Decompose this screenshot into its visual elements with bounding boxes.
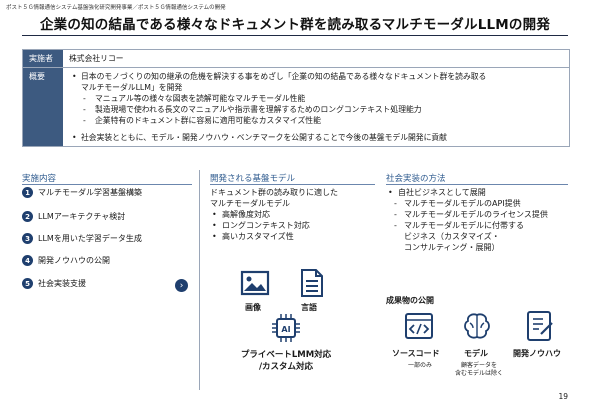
social-sub-item: マルチモーダルモデルに付帯する: [386, 220, 548, 231]
model-intro-line: ドキュメント群の読み取りに適した: [210, 188, 338, 197]
overview-sub-item: 企業特有のドキュメント群に容易に適用可能なカスタマイズ性能: [69, 115, 563, 126]
step-item: 3 LLMを用いた学習データ生成: [22, 233, 142, 244]
model-output-label: モデル: [464, 349, 488, 358]
step-item: 2 LLMアーキテクチャ検討: [22, 211, 125, 222]
step-number: 1: [22, 187, 33, 198]
social-sub-item: マルチモーダルモデルのライセンス提供: [386, 209, 548, 220]
social-sub-item: マルチモーダルモデルのAPI提供: [386, 198, 548, 209]
model-intro-line: マルチモーダルモデル: [210, 199, 290, 208]
right-column-heading: 社会実装の方法: [386, 174, 446, 184]
overview-sub-item: 製造現場で使われる長文のマニュアルや指示書を理解するためのロングコンテキスト処理…: [69, 104, 563, 115]
column-separator: [199, 170, 200, 390]
overview-line: 社会実装とともに、モデル・開発ノウハウ・ベンチマークを公開することで今後の基盤モ…: [69, 132, 563, 143]
step-number: 3: [22, 233, 33, 244]
social-sub-item-continued: ビジネス（カスタマイズ・: [404, 232, 500, 241]
page-title: 企業の知の結晶である様々なドキュメント群を読み取るマルチモーダルLLMの開発: [39, 17, 551, 33]
svg-text:AI: AI: [281, 325, 290, 334]
left-column-rule: [22, 184, 192, 185]
step-number: 4: [22, 255, 33, 266]
step-number: 5: [22, 278, 33, 289]
step-number: 2: [22, 211, 33, 222]
social-sub-item-continued: コンサルティング・展開）: [404, 243, 500, 252]
model-feature: 高解像度対応: [210, 209, 338, 220]
implementer-row: 実施者 株式会社リコー: [23, 50, 569, 67]
header-breadcrumb: ポスト５Ｇ情報通信システム基盤強化研究開発事業／ポスト５Ｇ情報通信システムの開発: [6, 5, 226, 11]
title-divider: [22, 35, 568, 36]
implementer-label: 実施者: [23, 50, 63, 67]
step-item: 5 社会実装支援: [22, 278, 86, 289]
step-item: 4 開発ノウハウの公開: [22, 255, 110, 266]
overview-label: 概要: [23, 68, 63, 146]
code-icon: [405, 313, 433, 339]
step-label: 社会実装支援: [38, 279, 86, 288]
implementer-value: 株式会社リコー: [69, 54, 124, 63]
overview-body: 日本のモノづくりの知の継承の危機を解決する事をめざし「企業の知の結晶である様々な…: [63, 68, 569, 146]
model-description: ドキュメント群の読み取りに適した マルチモーダルモデル 高解像度対応 ロングコン…: [210, 187, 338, 242]
model-feature: 高いカスタマイズ性: [210, 231, 338, 242]
overview-sub-item: マニュアル等の様々な図表を読解可能なマルチモーダル性能: [69, 93, 563, 104]
image-icon: [240, 270, 270, 296]
left-column-heading: 実施内容: [22, 174, 57, 184]
mid-column-heading: 開発される基盤モデル: [210, 174, 296, 184]
knowhow-document-icon: [527, 311, 553, 341]
model-feature: ロングコンテキスト対応: [210, 220, 338, 231]
mid-column-rule: [210, 184, 375, 185]
page-number: 19: [558, 392, 568, 401]
source-code-label: ソースコード: [392, 349, 440, 358]
results-heading: 成果物の公開: [386, 296, 434, 305]
document-icon: [301, 269, 323, 297]
model-output-note: 顧客データを 含むモデルは除く: [454, 362, 503, 377]
image-icon-label: 画像: [245, 303, 261, 312]
brain-icon: [464, 313, 490, 339]
document-icon-label: 言語: [301, 303, 317, 312]
source-code-note: 一部のみ: [407, 362, 432, 369]
chevron-right-icon: ›: [175, 279, 188, 292]
step-item: 1 マルチモーダル学習基盤構築: [22, 187, 142, 198]
social-main-item: 自社ビジネスとして展開: [386, 187, 548, 198]
ai-chip-icon: AI: [272, 314, 300, 342]
step-label: 開発ノウハウの公開: [38, 256, 110, 265]
knowhow-label: 開発ノウハウ: [513, 349, 561, 358]
social-implementation: 自社ビジネスとして展開 マルチモーダルモデルのAPI提供 マルチモーダルモデルの…: [386, 187, 548, 253]
private-lmm-label: プライベートLMM対応 /カスタム対応: [240, 350, 332, 372]
right-column-rule: [386, 184, 568, 185]
step-label: LLMアーキテクチャ検討: [38, 212, 126, 221]
step-label: マルチモーダル学習基盤構築: [38, 188, 142, 197]
overview-row: 概要 日本のモノづくりの知の継承の危機を解決する事をめざし「企業の知の結晶である…: [23, 67, 569, 146]
overview-line: 日本のモノづくりの知の継承の危機を解決する事をめざし「企業の知の結晶である様々な…: [69, 71, 563, 93]
info-table: 実施者 株式会社リコー 概要 日本のモノづくりの知の継承の危機を解決する事をめざ…: [22, 49, 570, 147]
step-label: LLMを用いた学習データ生成: [38, 234, 142, 243]
